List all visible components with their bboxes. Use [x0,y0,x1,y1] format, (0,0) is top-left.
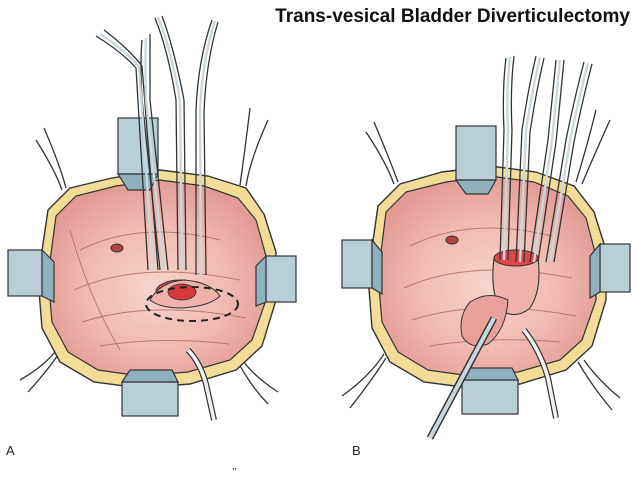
panel-a-ureteric-orifice [110,243,124,253]
panel-b-forceps [499,55,593,263]
panel-b-ureteric-orifice [445,235,459,245]
footnote-mark: „ [232,460,237,472]
panel-label-a: A [6,443,15,458]
panel-b-retractors [341,125,631,415]
panel-a-illustration [7,15,297,421]
panel-label-b: B [352,443,361,458]
panel-a-mucosa-folds [69,229,247,351]
panel-a-forceps [95,15,219,276]
figure-title: Trans-vesical Bladder Diverticulectomy [275,6,630,27]
panel-a-incision-line [145,286,239,322]
panel-a-retractors [7,117,297,417]
panel-b-stay-sutures [341,109,621,411]
panel-b-illustration [341,55,631,440]
